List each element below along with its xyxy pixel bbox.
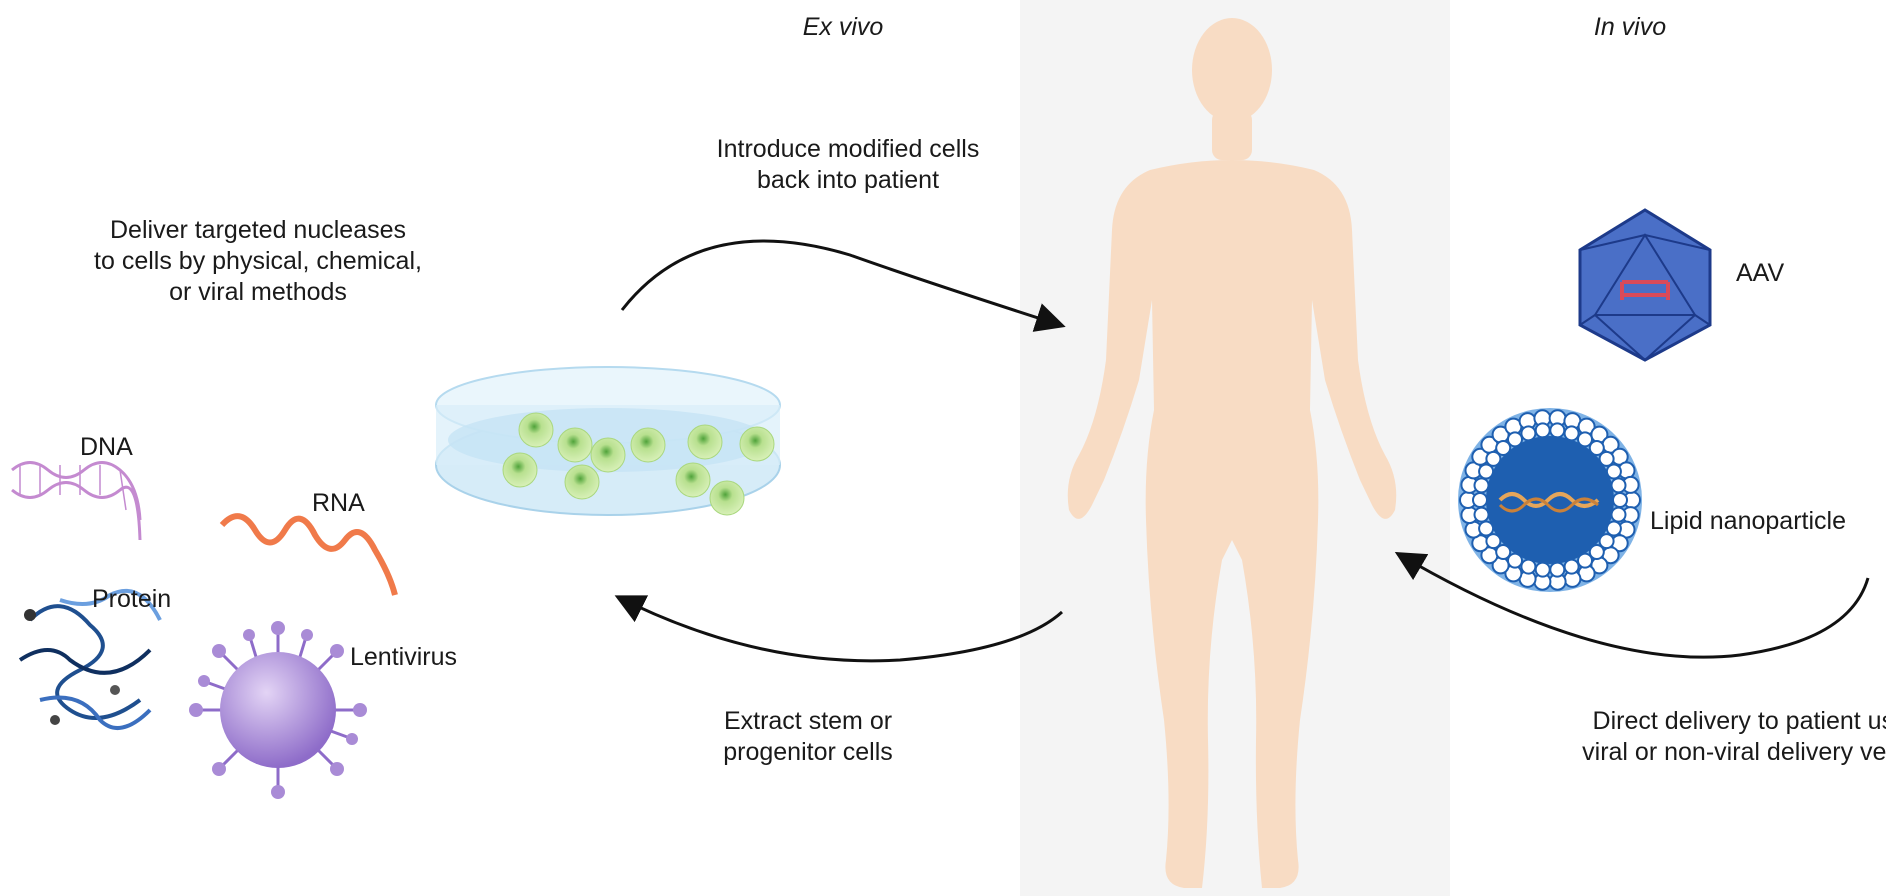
caption-introduce: Introduce modified cells back into patie…	[716, 135, 980, 194]
label-lentivirus: Lentivirus	[350, 643, 457, 671]
label-protein: Protein	[92, 585, 172, 613]
lipid-bead	[1495, 544, 1512, 560]
label-dna: DNA	[80, 433, 133, 461]
aav-capsid-icon	[1578, 208, 1712, 362]
label-lipid-nanoparticle: Lipid nanoparticle	[1650, 507, 1846, 535]
lipid-bead	[1507, 552, 1523, 569]
lipid-bead	[1588, 544, 1605, 560]
lipid-bead	[1612, 492, 1628, 508]
lipid-nanoparticle-icon	[1458, 408, 1642, 592]
stem-cells	[502, 412, 775, 516]
rna-strand-icon	[219, 513, 398, 596]
caption-extract: Extract stem or progenitor cells	[723, 707, 893, 766]
lipid-bead	[1577, 431, 1593, 448]
caption-deliver: Deliver targeted nucleases to cells by p…	[94, 216, 422, 306]
lipid-bead	[1610, 506, 1627, 523]
lipid-bead	[1495, 440, 1512, 456]
lipid-bead	[1534, 422, 1551, 439]
label-aav: AAV	[1736, 259, 1785, 287]
lipid-bead	[1485, 533, 1502, 550]
protein-structure-icon	[18, 589, 162, 730]
lipid-bead	[1473, 506, 1490, 523]
lipid-bead	[1598, 533, 1615, 550]
ex-vivo-heading: Ex vivo	[802, 13, 884, 41]
label-rna: RNA	[312, 489, 365, 517]
lipid-bead	[1588, 440, 1605, 456]
dna-helix-icon	[11, 461, 142, 541]
lipid-bead	[1598, 450, 1615, 467]
lentivirus-icon	[189, 621, 367, 799]
lipid-bead	[1610, 477, 1627, 494]
lipid-bead	[1549, 561, 1566, 578]
arrow-extract-cells	[614, 595, 1064, 663]
human-body-silhouette	[1067, 18, 1397, 888]
lipid-bead	[1473, 477, 1490, 494]
in-vivo-heading: In vivo	[1593, 13, 1667, 41]
lipid-bead	[1534, 561, 1551, 578]
lipid-bead	[1577, 552, 1593, 569]
caption-direct: Direct delivery to patient using viral o…	[1582, 707, 1886, 766]
lipid-bead	[1507, 431, 1523, 448]
arrow-direct-delivery	[1394, 551, 1870, 659]
lipid-bead	[1485, 450, 1502, 467]
arrow-introduce-cells	[620, 239, 1066, 332]
lipid-bead	[1472, 492, 1488, 508]
lipid-bead	[1549, 422, 1566, 439]
